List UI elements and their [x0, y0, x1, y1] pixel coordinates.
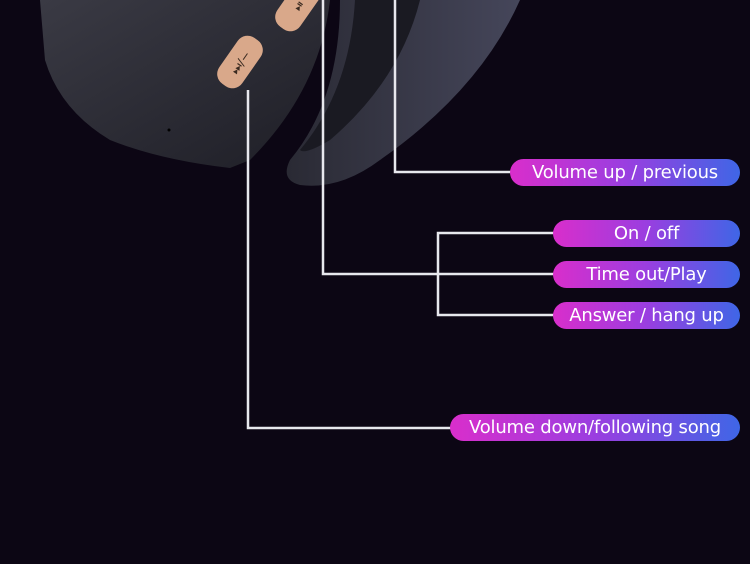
line-volume-up [393, 0, 512, 174]
line-play [321, 0, 555, 276]
callout-play: Time out/Play [553, 261, 740, 288]
microphone-hole [167, 128, 171, 132]
callout-volume-up: Volume up / previous [510, 159, 740, 186]
ear-cushion [286, 0, 520, 186]
line-volume-down [246, 90, 452, 430]
callout-on-off: On / off [553, 220, 740, 247]
callout-lines [246, 0, 555, 430]
play-button: ⏯ [275, 0, 321, 32]
cushion-inner [300, 0, 420, 152]
callout-volume-down: Volume down/following song [450, 414, 740, 441]
volume-down-button: ⏭/− [217, 35, 263, 89]
callout-answer: Answer / hang up [553, 302, 740, 329]
line-bracket [436, 231, 555, 317]
